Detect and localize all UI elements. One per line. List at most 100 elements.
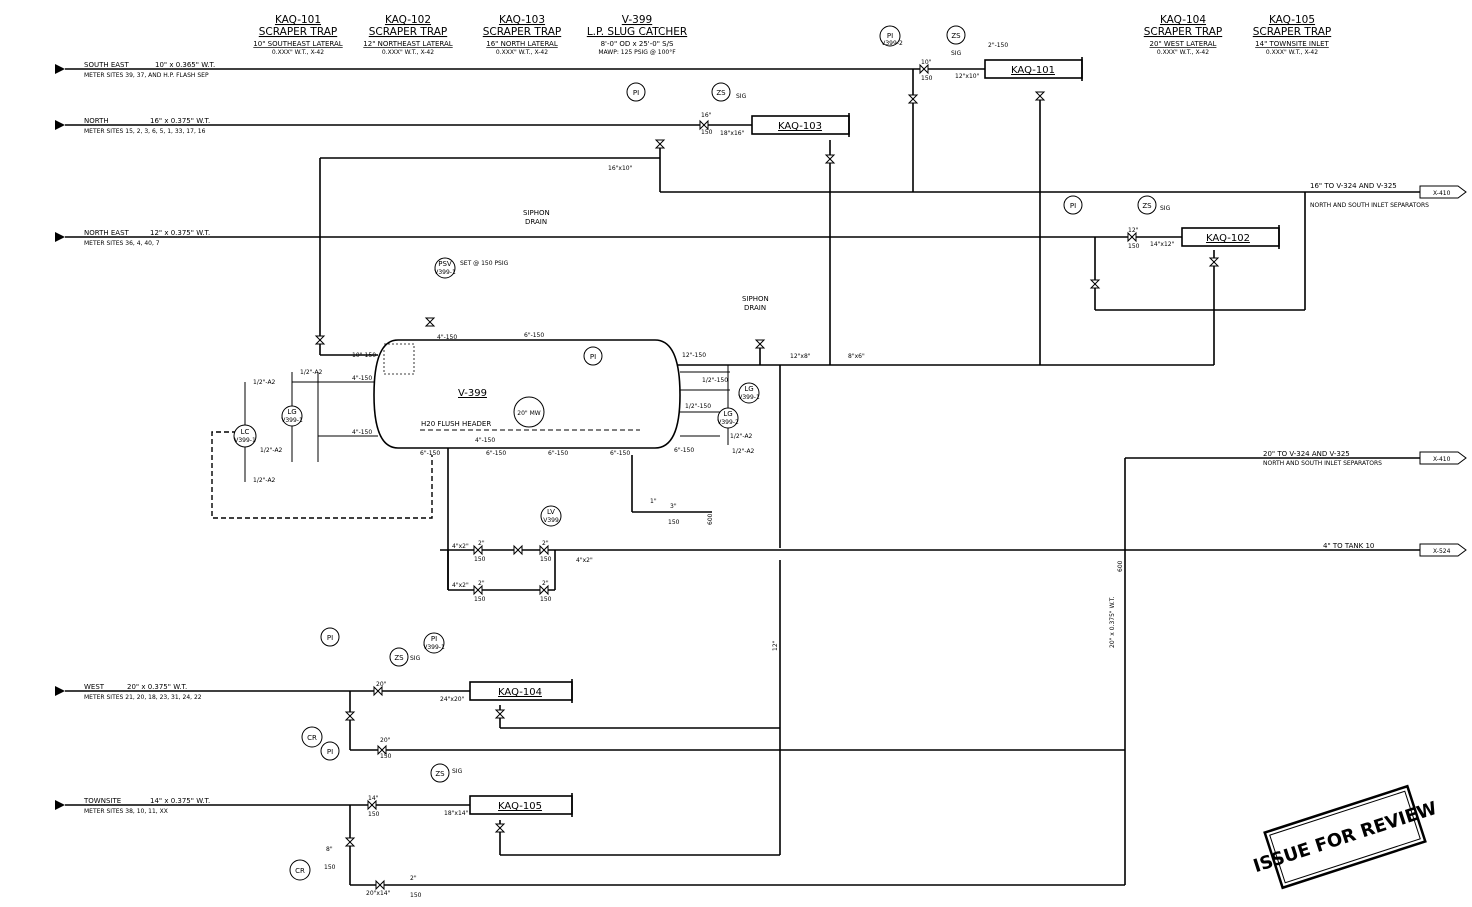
svg-text:1/2"-A2: 1/2"-A2 bbox=[253, 477, 276, 484]
svg-text:ZS: ZS bbox=[951, 32, 961, 40]
svg-text:LC: LC bbox=[241, 428, 250, 436]
lateral-townsite: TOWNSITE 14" x 0.375" W.T. METER SITES 3… bbox=[55, 797, 470, 815]
instrument-zs-kaq-103[interactable]: ZS bbox=[711, 82, 731, 102]
svg-text:6"-150: 6"-150 bbox=[486, 450, 506, 457]
svg-text:ZS: ZS bbox=[1142, 202, 1152, 210]
instrument-pi-v399-1[interactable]: PI V399-1 bbox=[423, 632, 445, 654]
header-desc: 16" NORTH LATERAL bbox=[486, 40, 558, 48]
manway-circle bbox=[513, 396, 545, 428]
header-v-399: V-399 L.P. SLUG CATCHER 8'-0" OD x 25'-0… bbox=[587, 14, 687, 56]
piping bbox=[211, 68, 1420, 886]
instrument-cr-townsite[interactable]: CR bbox=[289, 859, 311, 881]
instrument-lg-v399-1-right[interactable]: LG V399-1 bbox=[738, 382, 760, 404]
instrument-lc-v399-1[interactable]: LC V399-1 bbox=[233, 424, 257, 448]
header-spec: MAWP: 125 PSIG @ 100°F bbox=[598, 49, 676, 56]
inlet-arrow-icon bbox=[55, 232, 65, 242]
outlet-arrow-label: X-524 bbox=[1433, 548, 1451, 555]
trap-kaq-105[interactable]: KAQ-105 bbox=[469, 793, 573, 817]
svg-text:20"x14": 20"x14" bbox=[366, 890, 391, 897]
svg-text:150: 150 bbox=[540, 596, 552, 603]
svg-text:20" x 0.375" W.T.: 20" x 0.375" W.T. bbox=[1109, 596, 1116, 648]
header-tag: KAQ-102 bbox=[385, 14, 431, 26]
svg-text:PI: PI bbox=[327, 634, 333, 642]
lateral-name: TOWNSITE bbox=[83, 797, 121, 805]
svg-text:PSV: PSV bbox=[438, 260, 452, 268]
instrument-psv-v399-1[interactable]: PSV V399-1 SET @ 150 PSIG bbox=[434, 257, 509, 279]
svg-text:1/2"-150: 1/2"-150 bbox=[685, 403, 711, 410]
header-desc: 12" NORTHEAST LATERAL bbox=[363, 40, 453, 48]
instrument-zs-kaq-102[interactable]: ZS bbox=[1137, 195, 1157, 215]
svg-text:ZS: ZS bbox=[716, 89, 726, 97]
outlet-tank-10: X-524 4" TO TANK 10 bbox=[1323, 542, 1467, 557]
instrument-pi-north-east[interactable]: PI bbox=[1063, 195, 1083, 215]
lateral-size: 20" x 0.375" W.T. bbox=[127, 683, 187, 691]
svg-text:10": 10" bbox=[921, 59, 932, 66]
svg-text:1/2"-A2: 1/2"-A2 bbox=[730, 433, 753, 440]
svg-text:LG: LG bbox=[723, 410, 732, 418]
svg-text:LG: LG bbox=[287, 408, 296, 416]
lateral-name: WEST bbox=[84, 683, 105, 691]
instrument-lv-v399[interactable]: LV V399 bbox=[540, 505, 562, 527]
trap-kaq-104[interactable]: KAQ-104 bbox=[469, 679, 573, 703]
instrument-pi-townsite[interactable]: PI bbox=[320, 741, 340, 761]
svg-text:V399: V399 bbox=[543, 517, 559, 524]
off-page-arrow-icon bbox=[1419, 451, 1467, 465]
trap-kaq-103[interactable]: KAQ-103 bbox=[751, 113, 850, 137]
svg-text:150: 150 bbox=[1128, 243, 1140, 250]
instrument-zs-kaq-101[interactable]: ZS bbox=[946, 25, 966, 45]
outlet-sub: NORTH AND SOUTH INLET SEPARATORS bbox=[1310, 202, 1429, 209]
svg-text:150: 150 bbox=[324, 864, 336, 871]
instrument-lg-v399-1[interactable]: LG V399-1 bbox=[281, 405, 303, 427]
svg-text:4"-150: 4"-150 bbox=[475, 437, 495, 444]
off-page-arrow-icon bbox=[1419, 543, 1467, 557]
svg-text:ZS: ZS bbox=[435, 770, 445, 778]
trap-kaq-101[interactable]: KAQ-101 bbox=[984, 57, 1083, 81]
svg-text:2": 2" bbox=[542, 540, 549, 547]
lateral-name: SOUTH EAST bbox=[84, 61, 129, 69]
header-type: SCRAPER TRAP bbox=[1253, 26, 1331, 38]
lateral-sites: METER SITES 38, 10, 11, XX bbox=[84, 808, 168, 815]
outlet-16in: X-410 16" TO V-324 AND V-325 NORTH AND S… bbox=[1310, 182, 1467, 209]
svg-text:18"x16": 18"x16" bbox=[720, 130, 745, 137]
svg-text:150: 150 bbox=[410, 892, 422, 899]
manway-label: 20" MW bbox=[517, 410, 540, 417]
svg-text:150: 150 bbox=[540, 556, 552, 563]
svg-text:6"-150: 6"-150 bbox=[610, 450, 630, 457]
instrument-cr-west[interactable]: CR bbox=[301, 726, 323, 748]
inlet-arrow-icon bbox=[55, 120, 65, 130]
header-type: SCRAPER TRAP bbox=[259, 26, 337, 38]
svg-text:2": 2" bbox=[410, 875, 417, 882]
instrument-pi-v399-2[interactable]: PI V399-2 bbox=[879, 25, 903, 47]
header-tag: KAQ-105 bbox=[1269, 14, 1315, 26]
line-labels: 2"-150 12"x10" 10"-150 4"-150 6"-150 4"-… bbox=[253, 42, 1175, 899]
instrument-pi-west[interactable]: PI bbox=[320, 627, 340, 647]
svg-text:1/2"-A2: 1/2"-A2 bbox=[732, 448, 755, 455]
svg-text:SIG: SIG bbox=[736, 93, 747, 100]
vessel-v-399[interactable]: V-399 H20 FLUSH HEADER 20" MW bbox=[373, 339, 681, 449]
header-spec: 0.XXX" W.T., X-42 bbox=[1157, 49, 1209, 56]
svg-text:2": 2" bbox=[478, 580, 485, 587]
inlet-diverter bbox=[383, 343, 415, 375]
svg-text:2": 2" bbox=[542, 580, 549, 587]
instrument-zs-kaq-104[interactable]: ZS bbox=[389, 647, 409, 667]
svg-text:4"-150: 4"-150 bbox=[352, 429, 372, 436]
outlet-desc: 16" TO V-324 AND V-325 bbox=[1310, 182, 1397, 190]
valves[interactable] bbox=[314, 63, 1220, 891]
svg-text:12"x10": 12"x10" bbox=[955, 73, 980, 80]
lateral-north-east: NORTH EAST 12" x 0.375" W.T. METER SITES… bbox=[55, 229, 1140, 247]
svg-text:1/2"-A2: 1/2"-A2 bbox=[300, 369, 323, 376]
header-tag: V-399 bbox=[622, 14, 652, 26]
svg-text:V399-1: V399-1 bbox=[423, 644, 445, 651]
header-kaq-105: KAQ-105 SCRAPER TRAP 14" TOWNSITE INLET … bbox=[1253, 14, 1331, 56]
instrument-pi-vessel[interactable]: PI bbox=[583, 346, 603, 366]
svg-text:SIG: SIG bbox=[1160, 205, 1171, 212]
instrument-lg-v399-2[interactable]: LG V399-2 bbox=[717, 407, 739, 429]
svg-text:600: 600 bbox=[1117, 560, 1124, 572]
instrument-zs-kaq-105[interactable]: ZS bbox=[430, 763, 450, 783]
svg-text:12": 12" bbox=[772, 640, 779, 651]
flush-header-label: H20 FLUSH HEADER bbox=[421, 420, 491, 428]
trap-kaq-102[interactable]: KAQ-102 bbox=[1181, 225, 1280, 249]
instrument-pi-north[interactable]: PI bbox=[626, 82, 646, 102]
svg-text:V399-1: V399-1 bbox=[434, 269, 456, 276]
